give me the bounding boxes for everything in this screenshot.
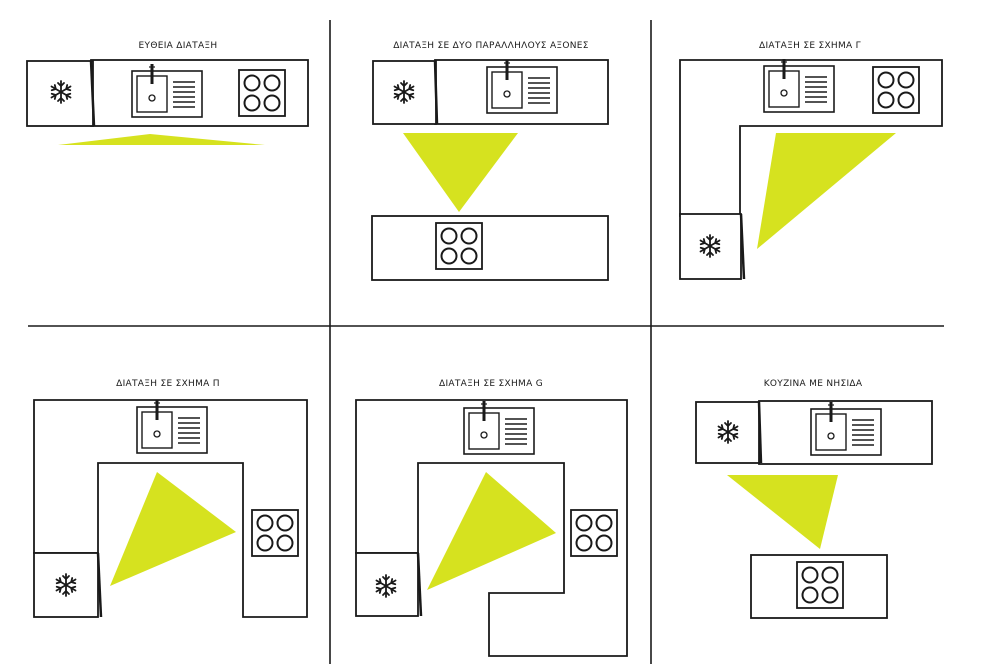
layout-parallel [371,58,609,281]
hob-icon [872,66,920,114]
sink-icon [130,62,204,119]
work-triangle [403,133,518,212]
sink-icon [135,398,209,455]
fridge-door [433,60,439,125]
counter-opposite [371,215,609,281]
sink-icon [809,400,883,457]
fridge-door [416,552,423,617]
fridge-door [96,552,103,618]
grid-dividers [28,20,944,664]
panel-title-g-shape: ΔΙΑΤΑΞΗ ΣΕ ΣΧΗΜΑ G [439,379,543,389]
layout-straight [26,59,309,145]
layout-u-shape [33,398,308,618]
panel-title-u-shape: ΔΙΑΤΑΞΗ ΣΕ ΣΧΗΜΑ Π [116,379,220,389]
fridge-door [757,401,763,464]
sink-icon [462,399,536,456]
panel-title-island: ΚΟΥΖΙΝΑ ΜΕ ΝΗΣΙΔΑ [763,379,863,389]
work-triangle [757,133,896,249]
fridge-door [89,60,96,127]
work-triangle [427,472,556,590]
work-triangle [110,472,236,586]
hob-icon [435,222,483,270]
panel-title-l-shape: ΔΙΑΤΑΞΗ ΣΕ ΣΧΗΜΑ Γ [759,41,861,51]
layout-island [695,400,933,619]
hob-icon [238,69,286,117]
sink-icon [762,57,836,114]
layout-g-shape [355,399,628,657]
panel-title-straight: ΕΥΘΕΙΑ ΔΙΑΤΑΞΗ [138,41,218,51]
fridge-door [739,213,746,280]
work-triangle [727,475,838,549]
panel-title-parallel: ΔΙΑΤΑΞΗ ΣΕ ΔΥΟ ΠΑΡΑΛΛΗΛΟΥΣ ΑΞΟΝΕΣ [393,41,589,51]
hob-icon [251,509,299,557]
work-triangle [58,134,265,145]
sink-icon [485,58,559,115]
layout-l-shape [679,57,943,280]
hob-icon [570,509,618,557]
hob-icon [796,561,844,609]
